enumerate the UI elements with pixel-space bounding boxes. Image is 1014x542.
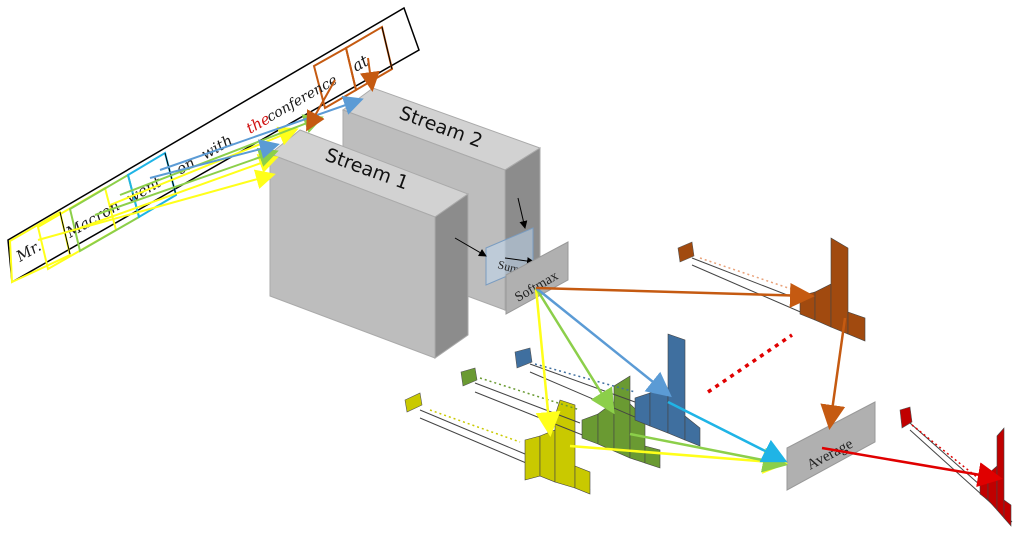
stream1-to-sum-arrow — [454, 237, 487, 257]
stream-1-block: Stream 1 — [269, 129, 470, 359]
histogram-red — [899, 406, 1013, 527]
ellipsis-dots — [707, 333, 793, 394]
histogram-orange — [677, 237, 866, 342]
input-arrows — [37, 57, 380, 241]
average-to-output-arrow — [821, 446, 1003, 487]
histogram-blue — [514, 333, 701, 447]
sum-node: Sum — [485, 227, 534, 286]
average-input-arrows — [569, 317, 847, 474]
window-yellow — [8, 210, 72, 284]
handwritten-line-image: Mr. Macron went on with the conference a… — [7, 6, 420, 284]
softmax-output-arrows — [534, 282, 815, 437]
stream2-to-sum-arrow — [517, 197, 528, 229]
sum-to-softmax-arrow — [504, 257, 535, 266]
histogram-yellow — [404, 392, 591, 495]
